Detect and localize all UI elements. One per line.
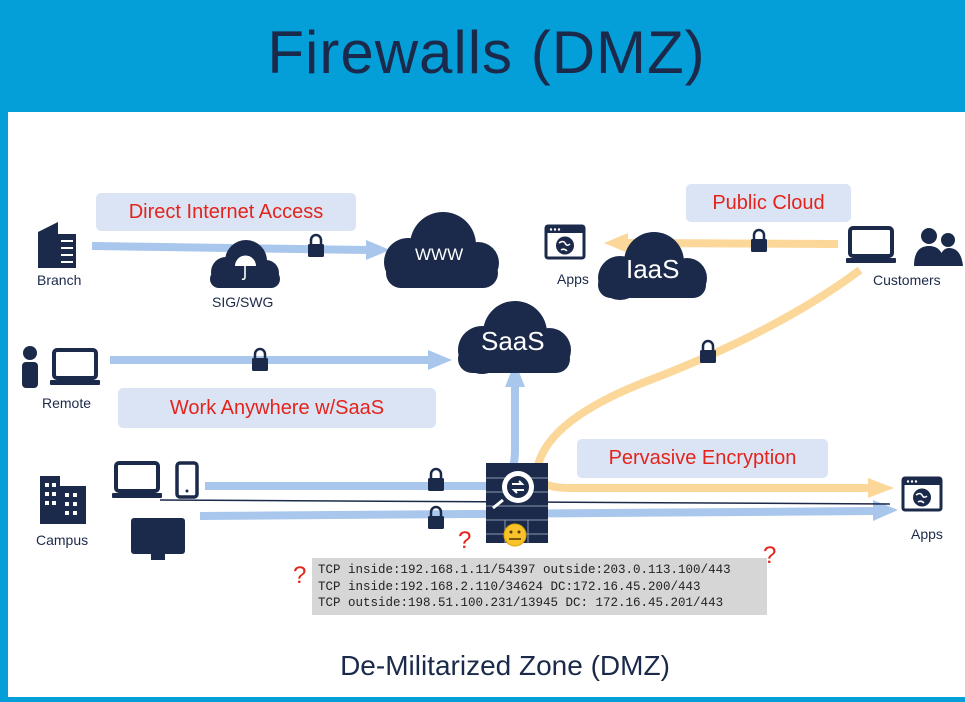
saas-cloud-label: SaaS — [481, 326, 545, 356]
pervasive-encryption-label: Pervasive Encryption — [577, 439, 828, 478]
branch-label: Branch — [37, 272, 82, 288]
title-banner — [8, 0, 965, 112]
www-cloud-label: WWW — [415, 245, 464, 264]
saas-cloud — [458, 301, 571, 374]
sig-swg-label: SIG/SWG — [212, 294, 274, 310]
iaas-cloud — [598, 232, 707, 300]
log-line: TCP inside:192.168.2.110/34624 DC:172.16… — [318, 579, 701, 594]
neutral-face-icon — [503, 523, 527, 547]
building-icon — [40, 476, 86, 524]
laptop-icon — [110, 461, 164, 500]
bottom-accent-bar — [8, 697, 965, 702]
question-mark-firewall: ? — [458, 527, 472, 554]
laptop-icon — [48, 348, 102, 387]
iaas-cloud-label: IaaS — [626, 254, 680, 284]
public-cloud-label: Public Cloud — [686, 184, 851, 222]
person-icon — [22, 346, 38, 388]
apps-top-label: Apps — [557, 271, 589, 287]
umbrella-cloud-icon — [210, 240, 280, 288]
remote-label: Remote — [42, 395, 92, 411]
apps-window-icon — [901, 476, 943, 512]
dmz-caption: De-Militarized Zone (DMZ) — [340, 650, 670, 681]
work-anywhere-label: Work Anywhere w/SaaS — [118, 388, 436, 428]
log-line: TCP inside:192.168.1.11/54397 outside:20… — [318, 563, 731, 577]
apps-window-icon — [544, 224, 586, 260]
monitor-icon — [131, 518, 185, 560]
apps-right-label: Apps — [911, 526, 943, 542]
connection-log: TCP inside:192.168.1.11/54397 outside:20… — [312, 558, 767, 615]
slide-title: Firewalls (DMZ) — [267, 19, 706, 86]
www-cloud — [384, 212, 499, 288]
campus-label: Campus — [36, 532, 89, 548]
customers-label: Customers — [873, 272, 941, 288]
laptop-icon — [844, 226, 898, 265]
question-mark-log-left: ? — [293, 562, 307, 589]
phone-icon — [175, 461, 199, 499]
left-accent-bar — [0, 0, 8, 702]
firewall-icon — [486, 463, 548, 543]
customers-icon — [914, 228, 963, 266]
log-line: TCP outside:198.51.100.231/13945 DC: 172… — [318, 596, 724, 610]
building-icon — [38, 222, 76, 268]
direct-internet-access-label: Direct Internet Access — [96, 193, 356, 231]
